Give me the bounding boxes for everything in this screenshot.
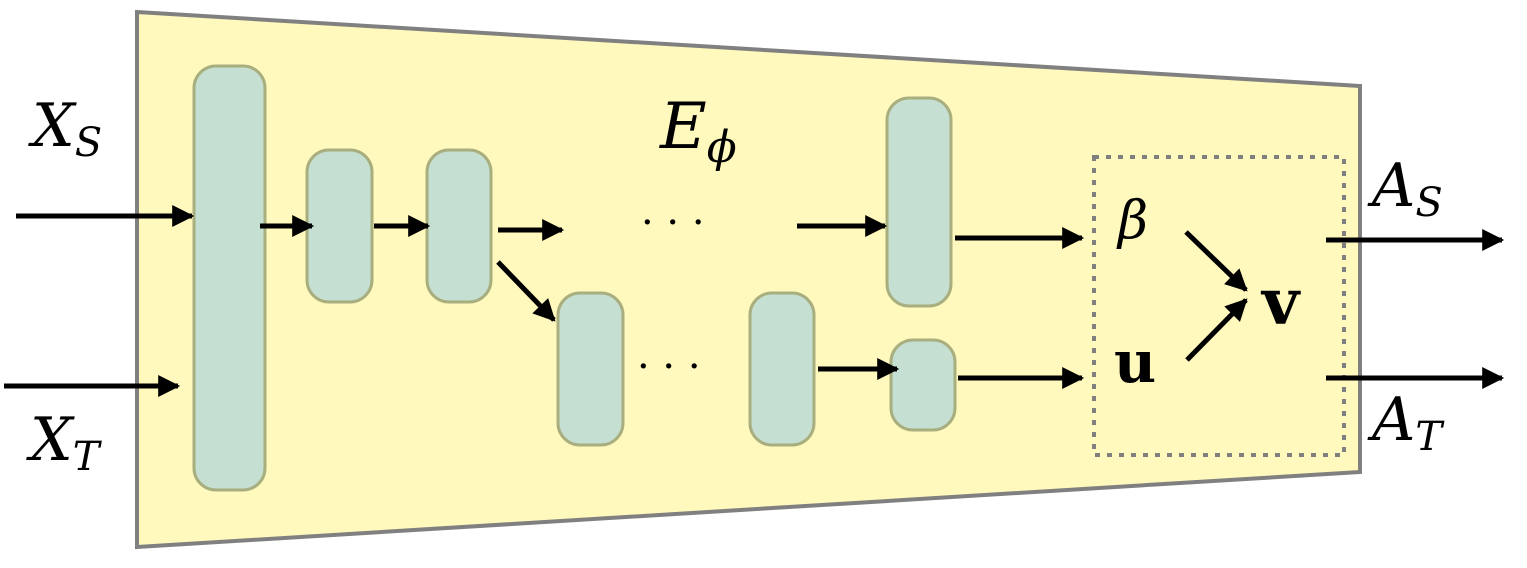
arrow-b2-bottom [496, 260, 556, 322]
block-shared-1 [305, 148, 374, 304]
block-input [192, 64, 267, 492]
ellipsis-top: · · · [641, 200, 705, 246]
arrow-beta-v [1184, 230, 1248, 292]
block-bottom-final [889, 338, 957, 432]
arrow-u-v [1185, 298, 1248, 362]
block-bottom-2 [748, 291, 816, 447]
beta-symbol: β [1116, 191, 1148, 251]
output-as-label: AS [1367, 151, 1443, 226]
input-xs-label: XS [28, 91, 102, 166]
block-shared-2 [425, 148, 493, 304]
encoder-body [135, 9, 1362, 550]
encoder-subscript: ϕ [707, 122, 737, 173]
block-top-final [885, 96, 953, 308]
input-xt-label: XT [26, 405, 103, 480]
latent-box [1092, 155, 1346, 457]
encoder-label: Eϕ [659, 90, 737, 173]
u-symbol: u [1114, 328, 1156, 396]
output-at-label: AT [1367, 385, 1445, 460]
ellipsis-bottom: · · · [637, 344, 701, 390]
block-bottom-1 [556, 291, 625, 447]
v-symbol: v [1260, 265, 1301, 340]
